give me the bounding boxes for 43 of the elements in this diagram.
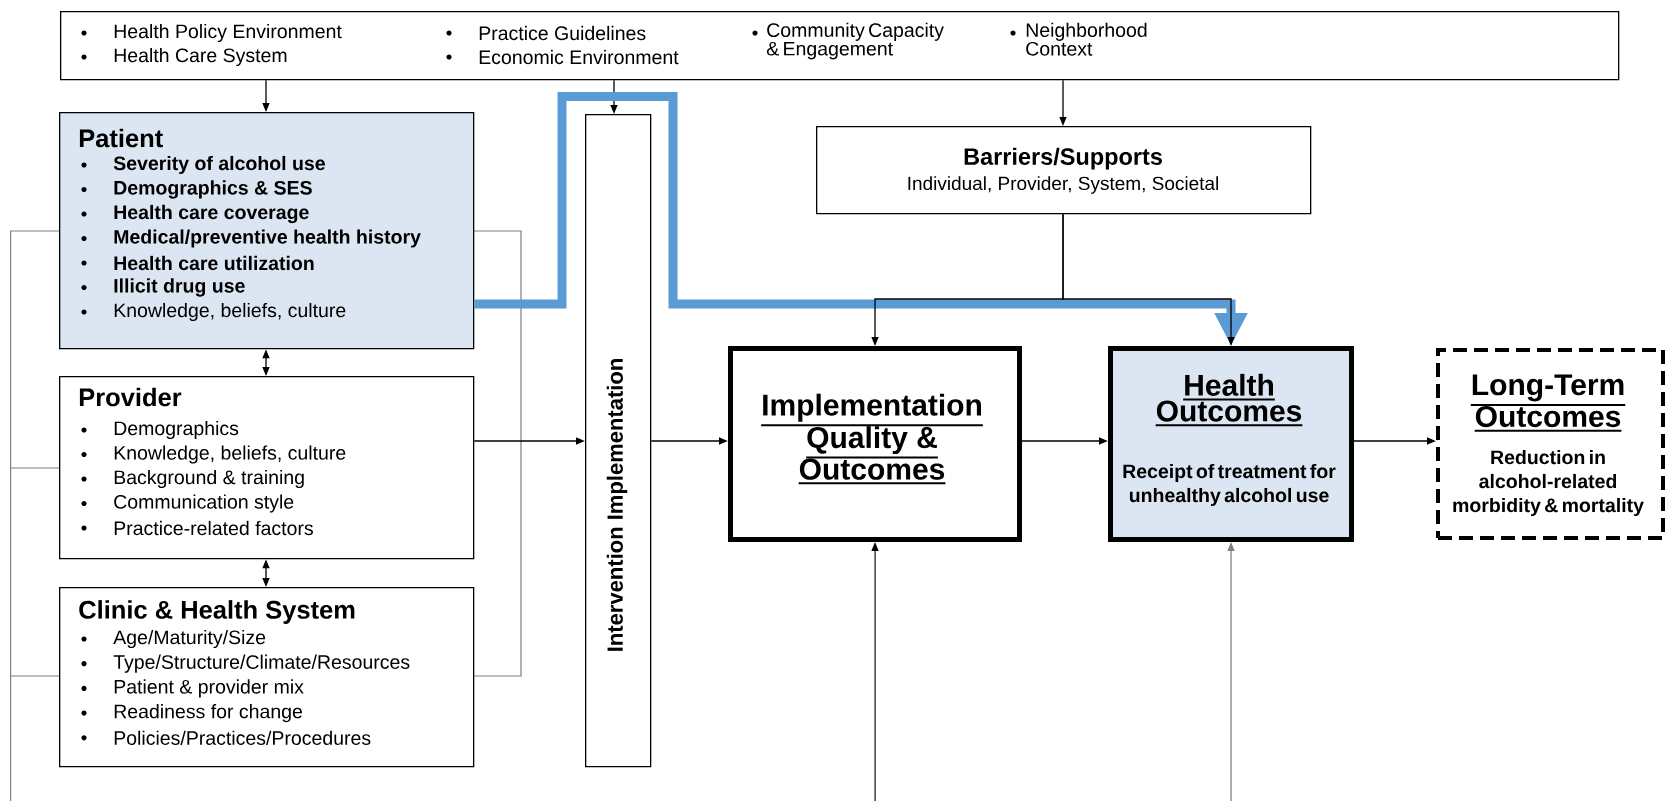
box-heading: Patient	[79, 128, 163, 148]
context-box	[60, 11, 1620, 81]
list-item: Background & training	[81, 469, 304, 489]
list-item: Policies/Practices/Procedures	[81, 730, 371, 745]
outcome-box	[728, 346, 1022, 542]
box-heading: Clinic & Health System	[79, 600, 355, 624]
list-item: Knowledge, beliefs, culture	[81, 445, 346, 464]
box-description: Reduction in alcohol-related morbidity & mortality	[1453, 449, 1644, 517]
barriers-box	[816, 126, 1312, 215]
list-item: Community Capacity & Engagement	[752, 22, 944, 60]
list-item: Illicit drug use	[81, 278, 245, 297]
box-heading: Barriers/Supports	[964, 147, 1162, 170]
factor-box	[59, 112, 475, 350]
list-item: Practice Guidelines	[446, 25, 646, 41]
list-item: Neighborhood Context	[1010, 22, 1147, 56]
list-item: Communication style	[81, 494, 294, 513]
list-item: Age/Maturity/Size	[81, 629, 266, 649]
list-item: Demographics	[81, 420, 239, 440]
list-item: Type/Structure/Climate/Resources	[81, 654, 410, 673]
box-heading: Implementation Quality & Outcomes	[760, 393, 984, 485]
outcome-box	[1436, 348, 1665, 540]
box-description: Individual, Provider, System, Societal	[908, 176, 1218, 194]
box-heading: Long-Term Outcomes	[1469, 374, 1627, 432]
box-heading: Provider	[79, 387, 182, 407]
factor-box	[59, 587, 475, 768]
list-item: Severity of alcohol use	[81, 155, 325, 175]
vertical-label: Intervention Implementation	[606, 359, 628, 651]
list-item: Economic Environment	[446, 49, 679, 65]
list-item: Knowledge, beliefs, culture	[81, 302, 346, 322]
box-description: Receipt of treatment for unhealthy alcohol use	[1123, 463, 1336, 507]
list-item: Health Policy Environment	[81, 23, 342, 43]
list-item: Health care coverage	[81, 204, 309, 224]
list-item: Patient & provider mix	[81, 679, 304, 698]
list-item: Medical/preventive health history	[81, 229, 421, 248]
list-item: Demographics & SES	[81, 180, 312, 199]
list-item: Readiness for change	[81, 704, 302, 723]
list-item: Practice-related factors	[81, 520, 313, 536]
list-item: Health care utilization	[81, 255, 314, 271]
process-bar	[585, 114, 652, 768]
list-item: Health Care System	[81, 47, 287, 67]
factor-box	[59, 376, 475, 560]
box-heading: Health Outcomes	[1154, 373, 1304, 427]
outcome-box	[1108, 346, 1354, 542]
